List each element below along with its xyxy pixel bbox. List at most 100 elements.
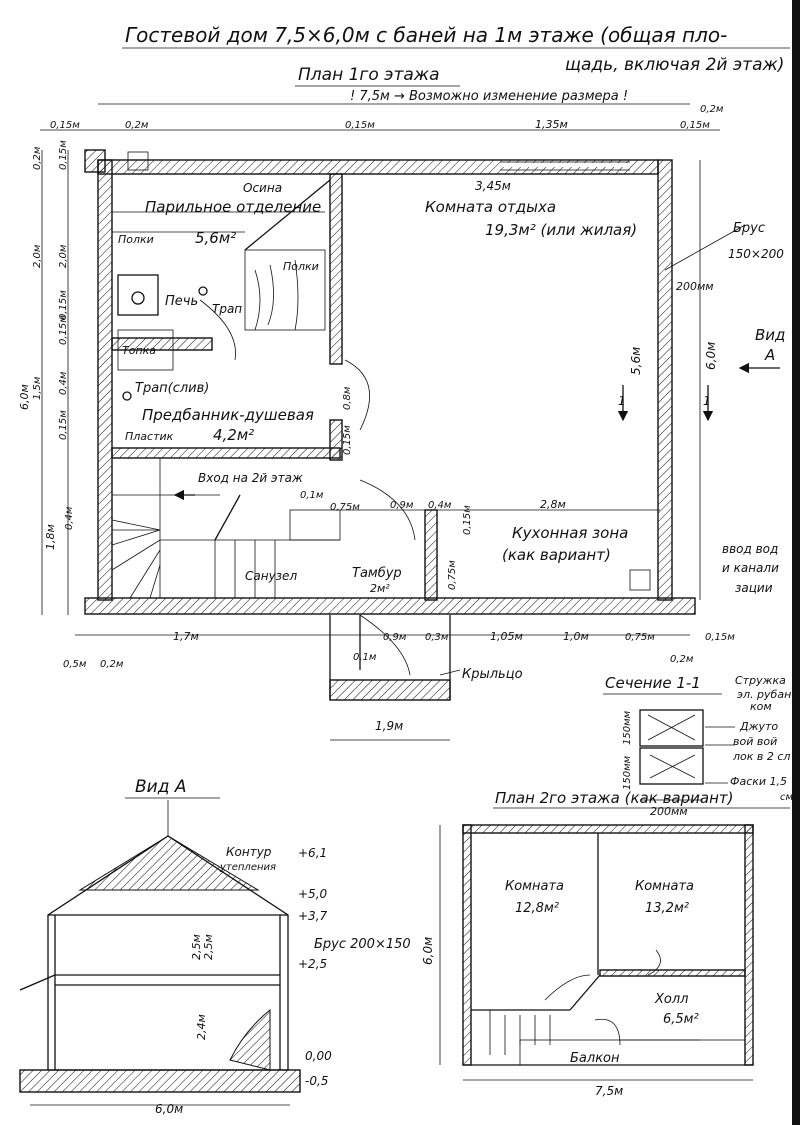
dim-text: 0,15м — [705, 632, 735, 643]
dim-text: 0,9м — [390, 500, 414, 511]
vid-a-label: Вид — [755, 326, 785, 344]
dim-text: 0,75м — [447, 560, 458, 590]
plan2-hall-area: 6,5м² — [663, 1012, 699, 1027]
dim-text: 1,0м — [563, 630, 589, 643]
dim-text: 0,2м — [700, 104, 724, 115]
beam-upper — [639, 709, 704, 747]
section-label-6: лок в 2 сл — [732, 750, 790, 763]
level-mark: +2,5 — [298, 957, 327, 971]
vvod-line2: и канали — [722, 561, 779, 575]
dim-text: 0,4м — [64, 506, 75, 530]
dim-text: 0,1м — [300, 490, 324, 501]
dim-text: 0,8м — [342, 386, 353, 410]
wall-bottom — [84, 597, 696, 615]
facade-view-a — [19, 800, 301, 1106]
plan1-title: План 1го этажа — [298, 65, 440, 85]
tambur-title: Тамбур — [352, 566, 402, 581]
dim-text: 0,9м — [383, 632, 407, 643]
trap-label: Трап — [212, 302, 242, 316]
dim-text: 1,9м — [375, 719, 403, 733]
h-lower: 2,4м — [195, 1014, 208, 1040]
dim-text: 2,0м — [58, 244, 69, 268]
kontur-label-1: Контур — [226, 845, 272, 859]
section-label-8: см — [780, 792, 793, 803]
dim-text: 0,15м — [58, 290, 69, 320]
steam-door-arc — [199, 299, 236, 361]
wall-tambur — [424, 509, 438, 601]
title-line2: щадь, включая 2й этаж) — [565, 55, 784, 75]
drain-icon — [198, 286, 208, 296]
topka-box — [117, 329, 174, 371]
level-mark: +6,1 — [298, 846, 327, 860]
section-label-2: эл. рубан- — [737, 688, 795, 701]
trap-sliv-label: Трап(слив) — [135, 381, 209, 396]
vid-a-letter: А — [764, 346, 775, 364]
dim-text: 0,15м — [50, 120, 80, 131]
level-mark: -0,5 — [305, 1074, 328, 1088]
dim-text: 0,2м — [100, 659, 124, 670]
dim-text: 6,0м — [18, 384, 31, 410]
h-upper: 2,5м — [190, 934, 203, 960]
polki1-label: Полки — [118, 233, 154, 246]
dim-text: 1,7м — [173, 630, 199, 643]
chimney-top — [127, 151, 149, 171]
brus-size: 150×200 — [728, 247, 784, 261]
dim-text: 3,45м — [475, 179, 511, 193]
dim-text: 0,4м — [428, 500, 452, 511]
pech-label: Печь — [165, 294, 198, 309]
sanuzel-label: Санузел — [245, 569, 297, 583]
wall-partition-1 — [329, 173, 343, 365]
steam-diagonal — [244, 179, 331, 251]
drain-sliv-icon — [122, 391, 132, 401]
tambur-door-arc — [359, 479, 416, 541]
plan1-dimensions: 0,15м 0,2м 0,15м 1,35м 0,2м 0,15м 3,45м … — [18, 104, 735, 733]
dim-text: 0,75м — [330, 502, 360, 513]
section-label-3: ком — [750, 700, 772, 713]
wall-right — [657, 159, 673, 601]
dim-text: 2,0м — [32, 244, 43, 268]
section-mark-1: 1 — [618, 394, 626, 408]
kitchen-variant: (как вариант) — [502, 546, 611, 564]
section-mark-2: 1 — [703, 394, 711, 408]
dim-text: 0,15м — [58, 315, 69, 345]
dim-text: 6,0м — [704, 342, 718, 370]
kontur-label-2: утепления — [219, 862, 276, 873]
section-label-4: Джуто — [739, 720, 778, 733]
section-h2: 150мм — [622, 755, 633, 790]
section-label-5: вой вой — [733, 735, 777, 748]
dim-text: 0,15м — [462, 505, 473, 535]
plan1-note: ! 7,5м → Возможно изменение размера ! — [350, 89, 628, 104]
plan2-room1: Комната — [505, 879, 564, 894]
beam-cross — [647, 714, 696, 779]
wall-left — [97, 159, 113, 601]
dim-text: 0,5м — [63, 659, 87, 670]
vid-a-title: Вид А — [135, 777, 187, 797]
water-inlet-box — [629, 569, 651, 591]
sheet-edge — [792, 0, 800, 1125]
vhod-label: Вход на 2й этаж — [198, 471, 303, 485]
polki2-label: Полки — [283, 260, 319, 273]
plan2-balkon: Балкон — [570, 1051, 620, 1066]
plan2-height: 6,0м — [421, 937, 435, 965]
dim-text: 2,8м — [540, 498, 566, 511]
wall-partition-4 — [329, 419, 343, 461]
plan2-room1-area: 12,8м² — [515, 901, 559, 916]
brus-label: Брус — [733, 221, 765, 236]
plan2-hall: Холл — [654, 992, 688, 1007]
section-label-7: Фаски 1,5 — [730, 775, 787, 788]
plan1-walls — [84, 149, 696, 615]
dim-text: 0,15м — [58, 410, 69, 440]
h-upper-2: 2,5м — [202, 934, 215, 960]
section-label-1: Стружка — [735, 674, 786, 687]
komnata-title: Комната отдыха — [425, 198, 556, 216]
section-title: Сечение 1-1 — [605, 674, 701, 692]
dim-text: 0,15м — [680, 120, 710, 131]
predbannik-area: 4,2м² — [213, 426, 254, 444]
plan2-title: План 2го этажа (как вариант) — [495, 789, 733, 807]
dim-text: 0,15м — [342, 425, 353, 455]
dim-text: 1,5м — [32, 376, 43, 400]
vvod-line3: зации — [735, 581, 773, 595]
brus-vid-a: Брус 200×150 — [314, 937, 411, 952]
